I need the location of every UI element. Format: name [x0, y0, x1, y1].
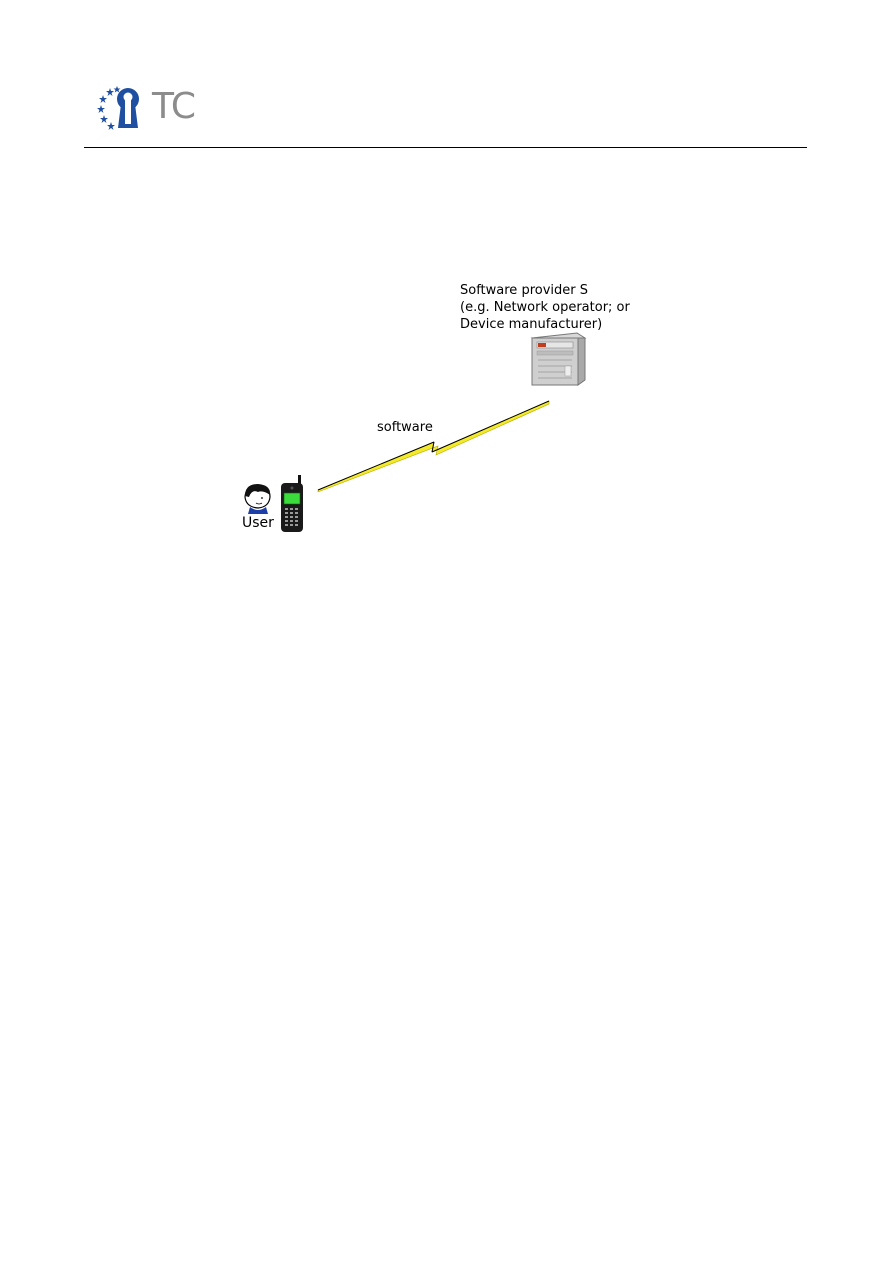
provider-label-line: Software provider S: [460, 283, 588, 298]
provider-label-line: Device manufacturer): [460, 317, 603, 332]
user-label: User: [242, 515, 274, 531]
provider-label: Software provider S (e.g. Network operat…: [460, 282, 630, 333]
provider-label-line: (e.g. Network operator; or: [460, 300, 630, 315]
header-rule: [84, 147, 807, 148]
wireless-link: [317, 400, 550, 493]
mobile-phone-icon: [281, 475, 303, 532]
logo-emblem-icon: [97, 86, 139, 130]
logo-text: TC: [152, 86, 196, 127]
user-avatar-icon: [244, 484, 271, 514]
server-icon: [530, 332, 587, 386]
link-label: software: [377, 420, 433, 435]
